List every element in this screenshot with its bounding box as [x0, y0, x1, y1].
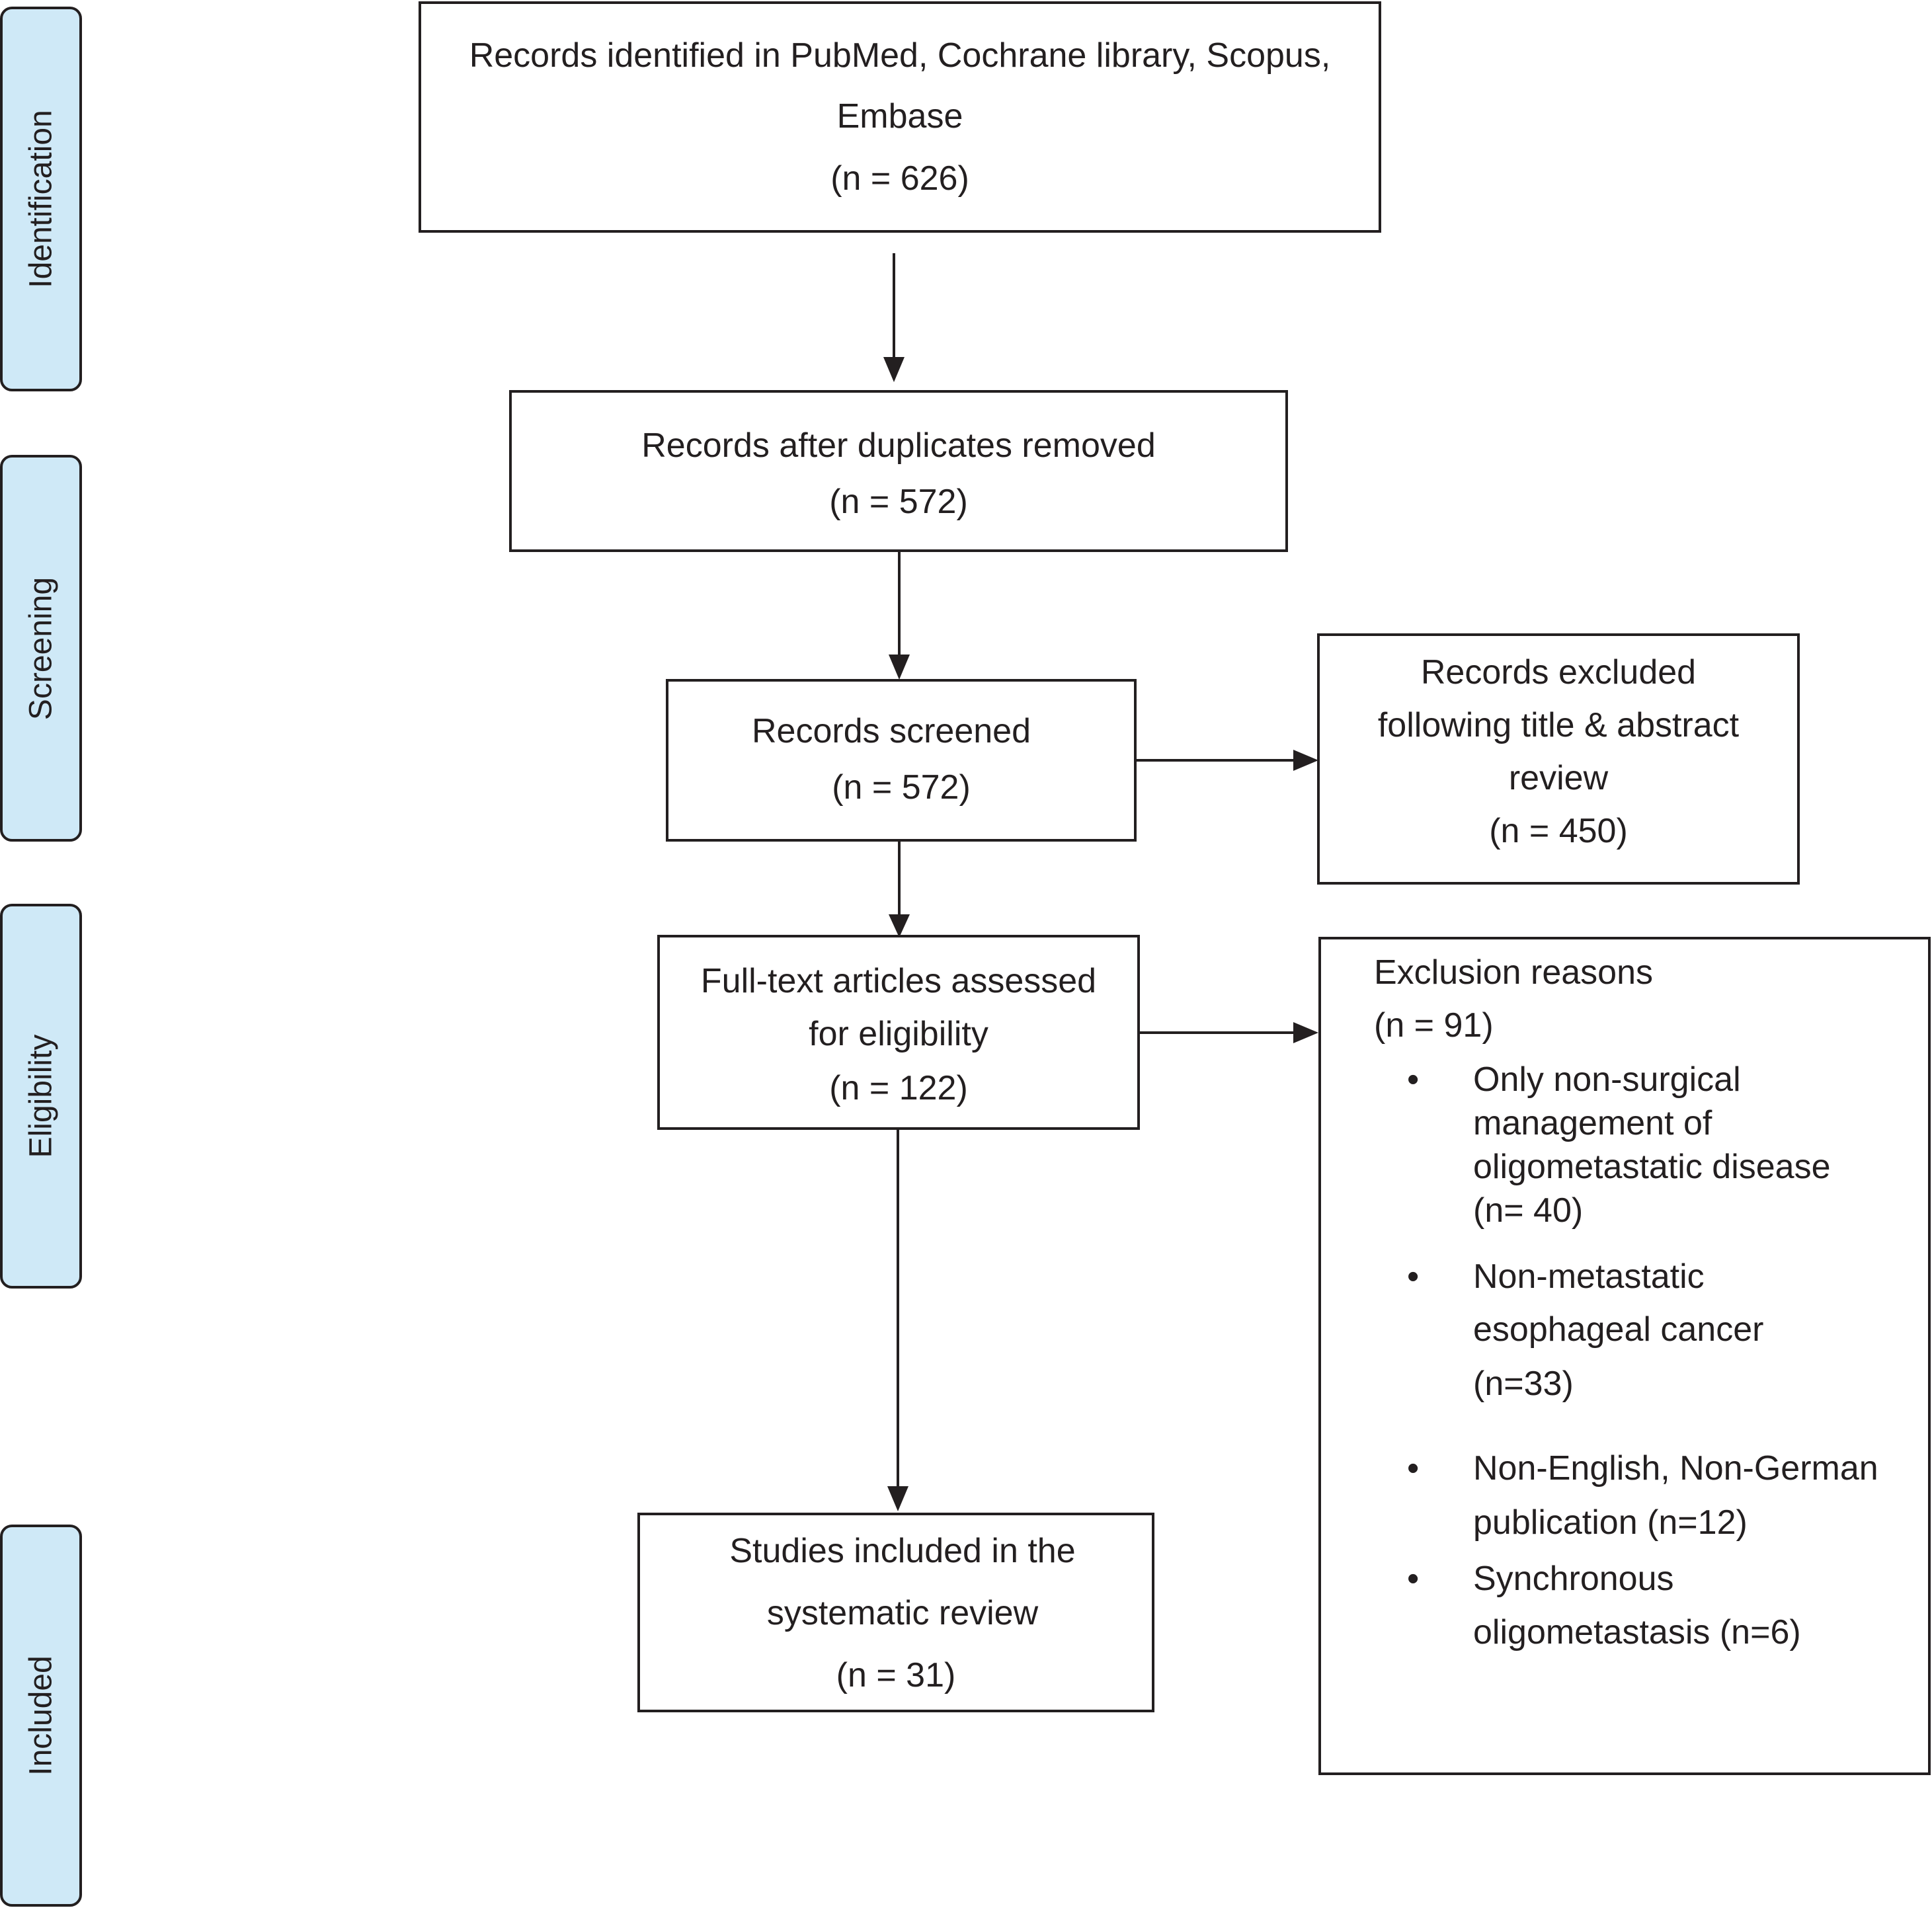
- included-count: (n = 31): [836, 1656, 956, 1694]
- arrowhead-screened-to-fulltext: [889, 914, 910, 937]
- arrowhead-duplicates-to-screened: [889, 655, 910, 680]
- stage-screening: Screening: [0, 455, 82, 842]
- excluded-line3: review: [1508, 759, 1609, 797]
- bullet-3-line1: Non-English, Non-German: [1473, 1449, 1878, 1488]
- arrowhead-fulltext-to-included: [887, 1486, 908, 1511]
- bullet-4-line1: Synchronous: [1473, 1560, 1674, 1598]
- stage-eligibility: Eligibility: [0, 904, 82, 1289]
- identified-line2: Embase: [836, 97, 963, 136]
- excluded-count: (n = 450): [1489, 812, 1628, 850]
- bullet-dot-1: •: [1407, 1060, 1420, 1099]
- excluded-line1: Records excluded: [1420, 653, 1697, 692]
- box-duplicates-removed: Records after duplicates removed (n = 57…: [509, 390, 1288, 552]
- arrowhead-fulltext-to-exclusion: [1293, 1022, 1318, 1043]
- bullet-1-line3: oligometastatic disease: [1473, 1148, 1831, 1186]
- arrowhead-identified-to-duplicates: [883, 357, 905, 382]
- stage-included: Included: [0, 1525, 82, 1907]
- box-records-identified: Records identified in PubMed, Cochrane l…: [419, 1, 1381, 233]
- screened-count: (n = 572): [832, 768, 971, 807]
- bullet-1-line2: management of: [1473, 1104, 1712, 1142]
- duplicates-line1: Records after duplicates removed: [641, 426, 1156, 465]
- bullet-1-line4: (n= 40): [1473, 1191, 1584, 1230]
- exclusion-count: (n = 91): [1374, 1006, 1494, 1045]
- included-line2: systematic review: [766, 1594, 1039, 1632]
- exclusion-title: Exclusion reasons: [1374, 953, 1653, 992]
- bullet-dot-3: •: [1407, 1449, 1420, 1488]
- bullet-dot-4: •: [1407, 1560, 1420, 1598]
- arrowhead-screened-to-excluded: [1293, 750, 1318, 771]
- bullet-2-line1: Non-metastatic: [1473, 1257, 1705, 1296]
- box-records-excluded: Records excluded following title & abstr…: [1317, 633, 1800, 885]
- box-studies-included: Studies included in the systematic revie…: [637, 1513, 1154, 1712]
- bullet-1-line1: Only non-surgical: [1473, 1060, 1741, 1099]
- fulltext-line2: for eligibility: [809, 1015, 988, 1053]
- box-full-text-assessed: Full-text articles assessed for eligibil…: [657, 935, 1140, 1130]
- box-exclusion-reasons: Exclusion reasons (n = 91) • Only non-su…: [1318, 937, 1931, 1775]
- stage-identification: Identification: [0, 7, 82, 391]
- box-records-screened: Records screened (n = 572): [666, 679, 1137, 842]
- bullet-4-line2: oligometastasis (n=6): [1473, 1613, 1801, 1651]
- included-line1: Studies included in the: [729, 1532, 1076, 1570]
- duplicates-count: (n = 572): [829, 483, 968, 521]
- bullet-3-line2: publication (n=12): [1473, 1503, 1748, 1542]
- fulltext-count: (n = 122): [829, 1069, 968, 1107]
- screened-line1: Records screened: [752, 712, 1031, 750]
- identified-count: (n = 626): [830, 159, 969, 198]
- bullet-2-line2: esophageal cancer: [1473, 1310, 1764, 1349]
- identified-line1: Records identified in PubMed, Cochrane l…: [469, 36, 1331, 75]
- excluded-line2: following title & abstract: [1377, 706, 1740, 744]
- bullet-2-line3: (n=33): [1473, 1365, 1574, 1403]
- bullet-dot-2: •: [1407, 1257, 1420, 1296]
- fulltext-line1: Full-text articles assessed: [700, 962, 1097, 1000]
